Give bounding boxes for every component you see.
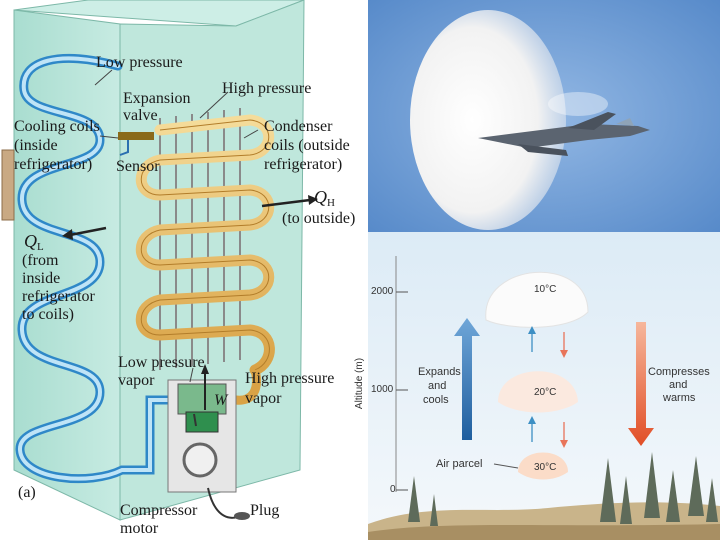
jet-vapor-cone-photo [368,0,720,232]
cooling-coils-label-3: refrigerator) [14,156,93,173]
expands-label-3: cools [423,394,449,406]
ql-arrow [69,226,107,237]
air-parcel-label: Air parcel [436,458,483,470]
high-pressure-vapor-label-1: High pressure [245,370,335,387]
cabinet-top [13,0,305,27]
parcel-bottom [518,452,568,480]
expansion-valve-label-2: valve [123,107,158,124]
qh-label: QH [314,187,335,209]
compresses-label-1: Compresses [648,366,710,378]
air-parcel-diagram [368,232,720,540]
qh-arrow [261,198,311,208]
ql-label: QL [24,231,44,253]
expands-arrow [454,318,480,440]
low-pressure-vapor-label-2: vapor [118,372,155,389]
jet-photo-illustration [368,0,720,232]
parcel-middle [498,371,578,413]
parcel-temp-middle: 20°C [534,387,557,398]
cooling-coils-label-1: Cooling coils [14,118,100,135]
ql-description-4: to coils) [22,306,74,323]
tick-2000: 2000 [371,286,394,297]
condenser-label-1: Condenser [264,118,333,135]
work-label: W [214,392,228,409]
parcel-temp-bottom: 30°C [534,462,557,473]
low-pressure-vapor-label-1: Low pressure [118,354,205,371]
trees [408,452,718,526]
jet-icon [478,112,650,156]
ql-description-1: (from [22,252,59,269]
tick-0: 0 [390,484,396,495]
parcel-top [485,271,589,328]
compresses-arrow [628,322,654,446]
sensor-label: Sensor [116,158,160,175]
condenser-label-3: refrigerator) [264,156,343,173]
expansion-valve [118,132,154,140]
high-pressure-label: High pressure [222,80,312,97]
refrigerator-diagram [1,0,318,521]
panel-label: (a) [18,484,36,501]
compressor-label-2: motor [120,520,159,537]
compresses-label-2: and [669,379,688,391]
condenser-label-2: coils (outside [264,137,350,154]
ql-description-3: refrigerator [22,288,95,305]
expands-label-2: and [428,380,447,392]
plug-label: Plug [250,502,280,519]
high-pressure-vapor-label-2: vapor [245,390,282,407]
parcel-temp-top: 10°C [534,284,557,295]
compressor-label-1: Compressor [120,502,198,519]
expands-label-1: Expands [418,366,461,378]
tick-1000: 1000 [371,384,394,395]
ql-description-2: inside [22,270,61,287]
plug-icon [234,512,250,520]
compresses-label-3: warms [663,392,696,404]
expansion-valve-label-1: Expansion [123,90,191,107]
sensor-wire [119,140,129,156]
compressor-piston [185,411,219,433]
qh-description: (to outside) [282,210,356,227]
low-pressure-label: Low pressure [96,54,183,71]
compressor-crank [182,442,218,478]
door-handle [1,149,15,221]
vapor-cone [410,10,566,230]
altitude-axis-label: Altitude (m) [354,357,366,410]
cooling-coils-label-2: (inside [14,137,58,154]
